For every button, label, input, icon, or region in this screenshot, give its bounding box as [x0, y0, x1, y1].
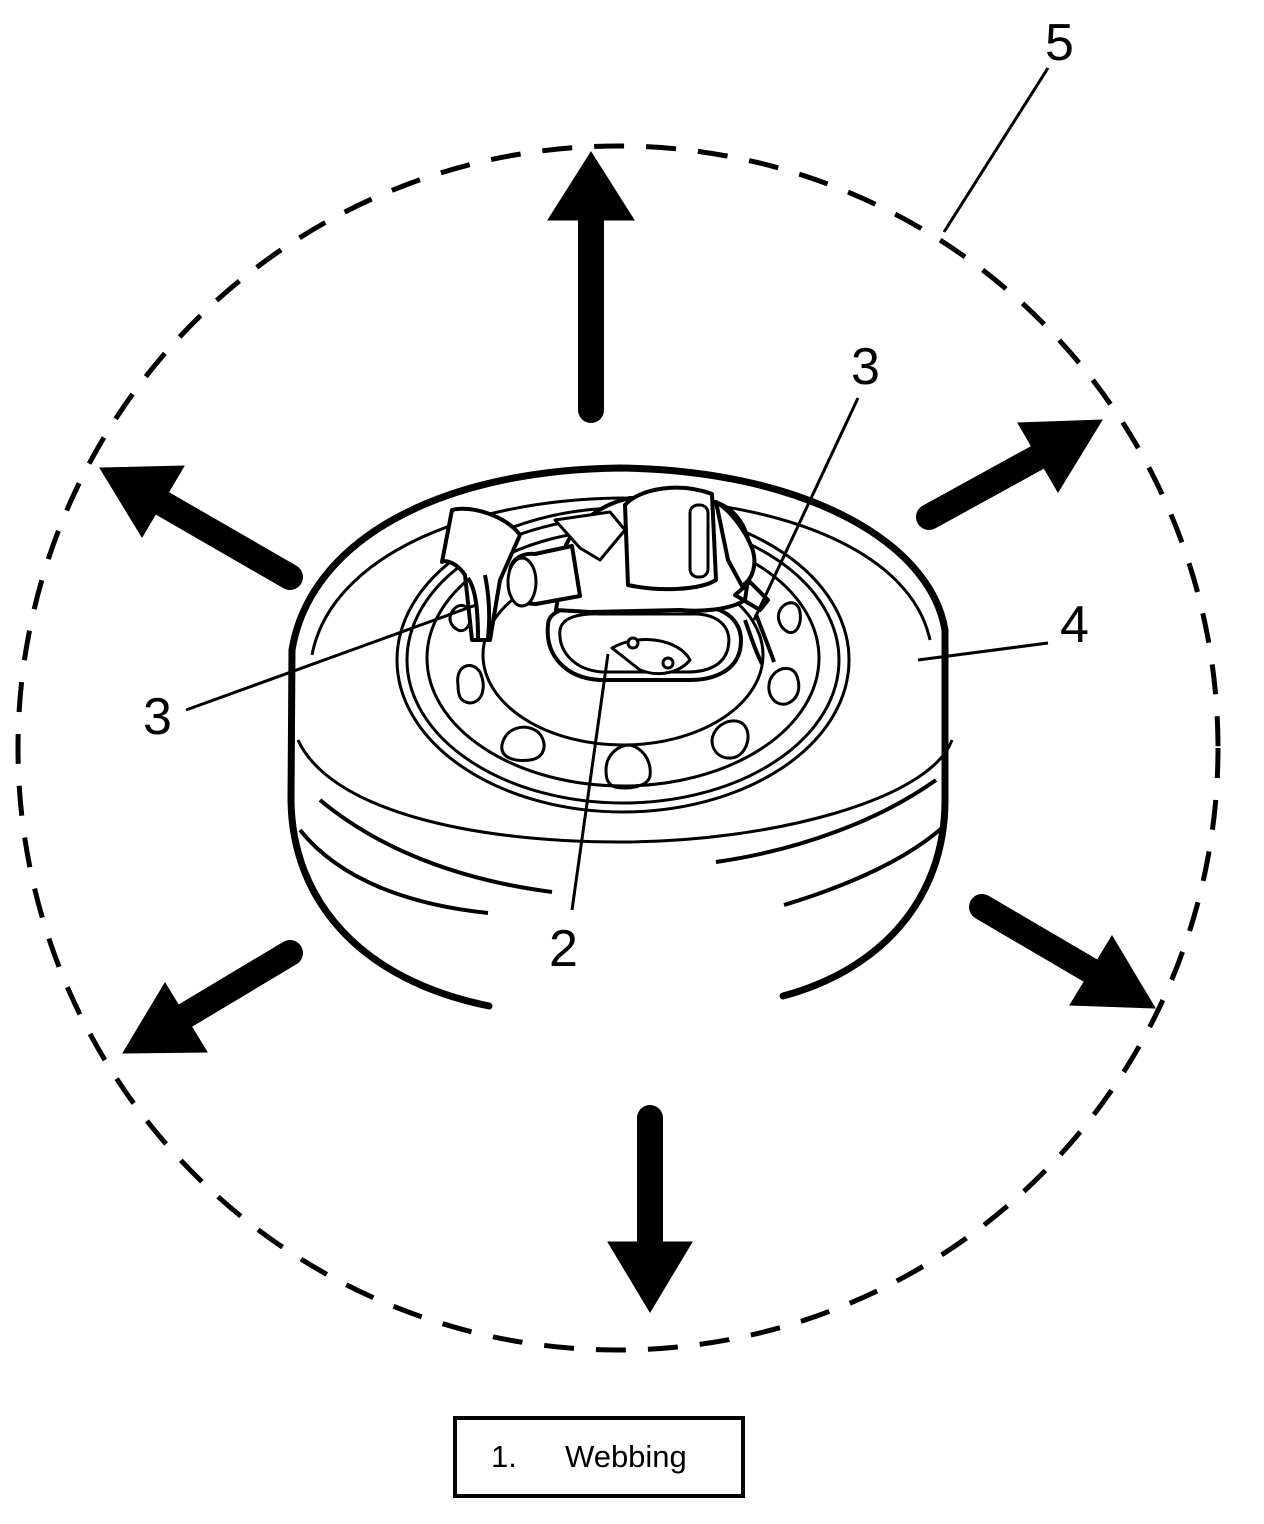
webbing-strap-left: [440, 506, 522, 642]
rim-hole-1: [456, 664, 485, 705]
callout-label-3-left: 3: [143, 688, 172, 746]
jack-crank-end: [506, 556, 538, 608]
arrow-upper-right-icon: [916, 419, 1103, 530]
rim-hole-6: [776, 601, 802, 635]
rim-hole-4: [710, 719, 750, 760]
callout-label-2: 2: [549, 920, 578, 978]
leader-line-3-left: [185, 603, 477, 712]
webbing-buckle-right: [733, 580, 776, 665]
arrow-lower-right-icon: [969, 894, 1156, 1009]
leader-line-5: [942, 67, 1050, 233]
jack-screw-2: [661, 656, 675, 670]
jack-left-bracket: [553, 510, 627, 562]
leader-line-4: [917, 641, 1049, 662]
legend-text: Webbing: [565, 1439, 687, 1474]
tire-outer-silhouette: [287, 464, 949, 1010]
tread-line-left-1: [318, 798, 553, 894]
callout-label-4: 4: [1060, 596, 1089, 654]
legend-number: 1.: [491, 1439, 517, 1474]
rim-hole-3: [604, 743, 652, 790]
jack-slot: [688, 503, 710, 579]
rim-hole-7: [448, 604, 472, 633]
tire-shoulder-line: [296, 739, 954, 844]
legend-box: 1. Webbing: [453, 1416, 745, 1498]
arrow-up-icon: [547, 151, 635, 423]
dashed-boundary-circle: [15, 143, 1221, 1353]
leader-line-3-right: [752, 397, 860, 621]
tread-line-right-2: [783, 826, 944, 907]
jack-screw-1: [626, 636, 640, 650]
webbing-strap-right: [714, 500, 757, 588]
arrow-upper-left-icon: [99, 465, 303, 590]
spare-tire: [287, 464, 954, 1010]
leader-lines: [185, 67, 1050, 911]
arrow-lower-left-icon: [122, 940, 303, 1054]
arrow-down-icon: [607, 1105, 693, 1313]
leader-line-2: [570, 653, 610, 911]
callout-label-3-right: 3: [851, 338, 880, 396]
callout-label-5: 5: [1045, 14, 1074, 72]
jack-assembly: [440, 485, 776, 682]
tire-sidewall-contour: [310, 496, 932, 656]
tread-line-left-2: [298, 828, 489, 915]
jack-base-inner: [558, 612, 731, 674]
tread-line-right-1: [715, 778, 938, 864]
rim-hole-2: [500, 725, 546, 762]
rim-hole-5: [767, 666, 801, 706]
direction-arrows: [99, 151, 1156, 1313]
webbing-loop-left: [466, 574, 492, 641]
